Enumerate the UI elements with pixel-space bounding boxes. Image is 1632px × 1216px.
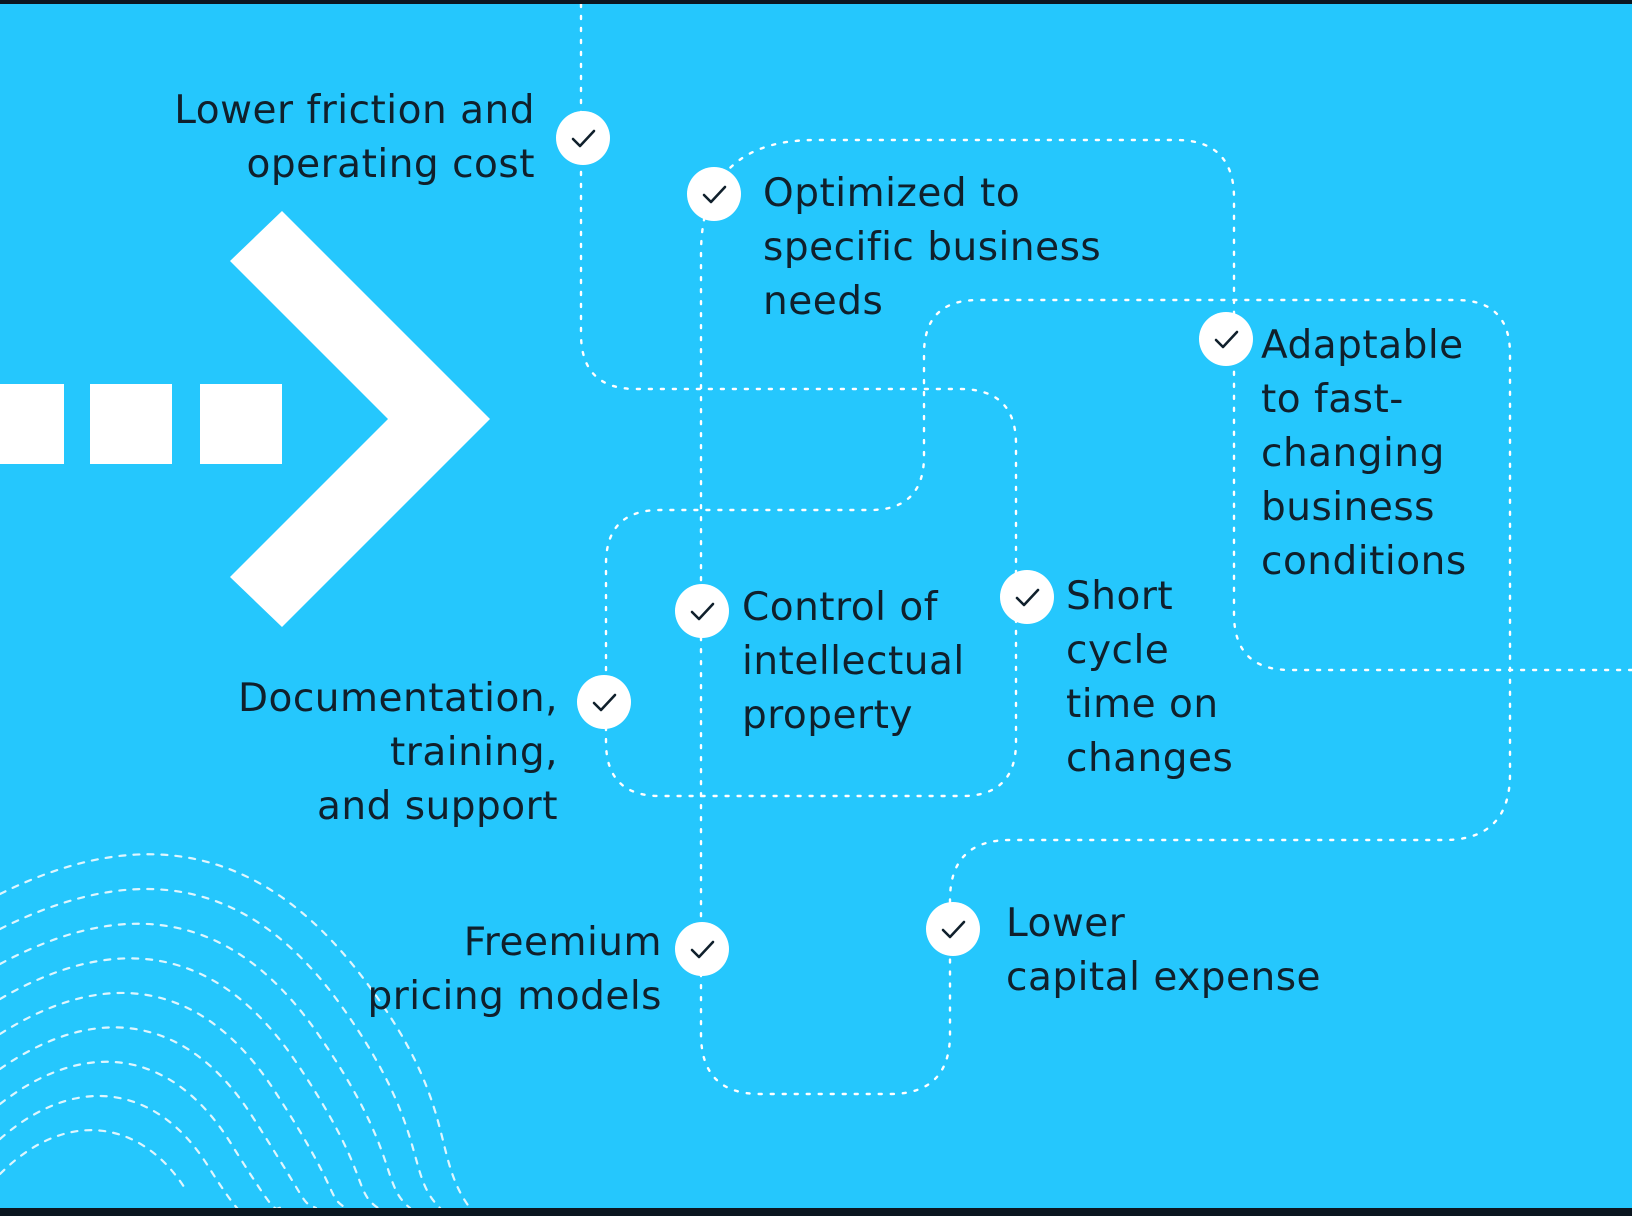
benefit-label-control-ip: Control of intellectual property — [742, 581, 1012, 743]
benefit-line: Short — [1066, 574, 1174, 619]
checkmark-icon — [1199, 312, 1253, 366]
benefit-line: changes — [1066, 736, 1234, 781]
benefit-line: operating cost — [246, 142, 535, 187]
benefit-line: intellectual — [742, 639, 965, 684]
benefit-line: business — [1261, 485, 1435, 530]
checkmark-icon — [556, 111, 610, 165]
benefit-line: cycle — [1066, 628, 1170, 673]
chevron-right-arrow-icon — [0, 211, 490, 627]
benefit-line: Optimized to — [763, 171, 1021, 216]
benefit-line: property — [742, 693, 913, 738]
checkmark-icon — [687, 167, 741, 221]
checkmark-icon — [926, 902, 980, 956]
benefit-label-lower-capex: Lower capital expense — [1006, 897, 1346, 1005]
benefit-label-lower-friction: Lower friction and operating cost — [140, 84, 535, 192]
benefit-line: specific business — [763, 225, 1102, 270]
benefit-label-short-cycle: Short cycle time on changes — [1066, 570, 1266, 786]
benefit-label-optimized: Optimized to specific business needs — [763, 167, 1123, 329]
diagram-panel: Lower friction and operating cost Optimi… — [0, 4, 1632, 1208]
dotted-arrow-path — [579, 4, 1632, 1096]
benefit-line: needs — [763, 279, 884, 324]
checkmark-icon — [1000, 570, 1054, 624]
arrow-wave-pattern — [0, 853, 472, 1208]
benefit-line: training, — [390, 730, 558, 775]
benefit-line: Adaptable — [1261, 323, 1464, 368]
benefit-line: Lower — [1006, 901, 1126, 946]
checkmark-icon — [675, 584, 729, 638]
benefit-label-adaptable: Adaptable to fast- changing business con… — [1261, 319, 1561, 589]
benefit-line: to fast- — [1261, 377, 1404, 422]
benefit-line: Freemium — [463, 920, 662, 965]
benefit-label-freemium: Freemium pricing models — [330, 916, 662, 1024]
checkmark-icon — [675, 922, 729, 976]
benefit-line: pricing models — [367, 974, 662, 1019]
benefit-line: Control of — [742, 585, 938, 630]
benefit-paths-svg — [0, 4, 1632, 1208]
benefit-label-documentation: Documentation, training, and support — [200, 672, 558, 834]
benefit-line: Lower friction and — [174, 88, 535, 133]
benefit-line: and support — [316, 784, 558, 829]
checkmark-icon — [577, 675, 631, 729]
benefit-line: conditions — [1261, 539, 1467, 584]
benefit-line: changing — [1261, 431, 1445, 476]
benefit-line: Documentation, — [237, 676, 558, 721]
benefit-line: capital expense — [1006, 955, 1322, 1000]
benefit-line: time on — [1066, 682, 1219, 727]
